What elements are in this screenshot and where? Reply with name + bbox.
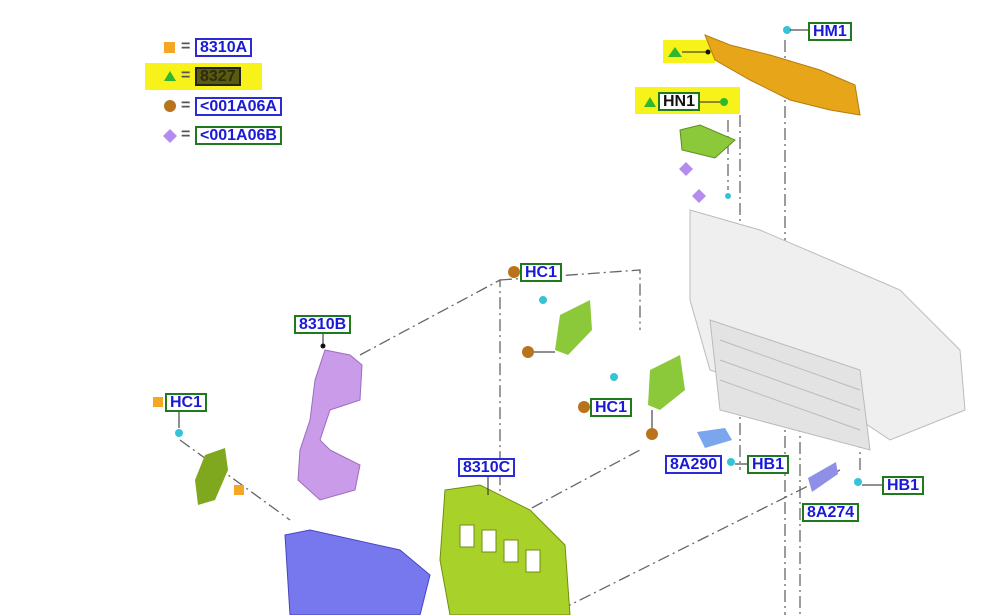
bracket-part bbox=[648, 355, 685, 410]
callout-hc1-top[interactable]: HC1 bbox=[520, 263, 563, 282]
air-deflector-8310b-part bbox=[297, 349, 363, 501]
legend-label-8310a[interactable]: 8310A bbox=[195, 38, 253, 57]
callout-hn1[interactable]: HN1 bbox=[658, 92, 701, 111]
bracket-part bbox=[555, 300, 592, 355]
callout-8310b[interactable]: 8310B bbox=[294, 315, 352, 334]
legend-square-icon bbox=[164, 42, 175, 53]
circle-icon bbox=[508, 266, 520, 278]
callout-8310c[interactable]: 8310C bbox=[458, 458, 516, 477]
legend-diamond-icon bbox=[163, 129, 177, 143]
legend-triangle-icon bbox=[164, 71, 176, 81]
legend-label-001a06a[interactable]: <001A06A bbox=[195, 97, 282, 116]
legend-equals: = bbox=[181, 38, 191, 55]
triangle-icon bbox=[668, 47, 682, 57]
bracket-8a274-part bbox=[808, 462, 838, 492]
legend-equals: = bbox=[181, 67, 191, 84]
circle-icon bbox=[578, 401, 590, 413]
circle-icon bbox=[646, 428, 658, 440]
circle-icon bbox=[522, 346, 534, 358]
square-icon bbox=[234, 485, 244, 495]
legend-circle-icon bbox=[164, 100, 176, 112]
callout-hm1[interactable]: HM1 bbox=[808, 22, 852, 41]
legend-label-8327[interactable]: 8327 bbox=[195, 67, 241, 86]
callout-hc1-mid[interactable]: HC1 bbox=[590, 398, 633, 417]
triangle-icon bbox=[644, 97, 656, 107]
lower-shield-part bbox=[284, 529, 431, 615]
diamond-icon bbox=[692, 189, 706, 203]
callout-hc1-left[interactable]: HC1 bbox=[165, 393, 208, 412]
upper-deflector-part bbox=[704, 34, 861, 116]
legend-label-001a06b[interactable]: <001A06B bbox=[195, 126, 282, 145]
legend-equals: = bbox=[181, 97, 191, 114]
bracket-8a290-part bbox=[697, 428, 732, 448]
radiator-support-part bbox=[689, 209, 966, 451]
bracket-part bbox=[679, 124, 736, 159]
diamond-icon bbox=[679, 162, 693, 176]
legend-equals: = bbox=[181, 126, 191, 143]
callout-8a290[interactable]: 8A290 bbox=[665, 455, 723, 474]
square-icon bbox=[153, 397, 163, 407]
callout-hb1-right[interactable]: HB1 bbox=[882, 476, 925, 495]
callout-8a274[interactable]: 8A274 bbox=[802, 503, 860, 522]
bracket-part bbox=[195, 448, 228, 505]
callout-hb1[interactable]: HB1 bbox=[747, 455, 790, 474]
bolt-icon bbox=[783, 26, 791, 34]
